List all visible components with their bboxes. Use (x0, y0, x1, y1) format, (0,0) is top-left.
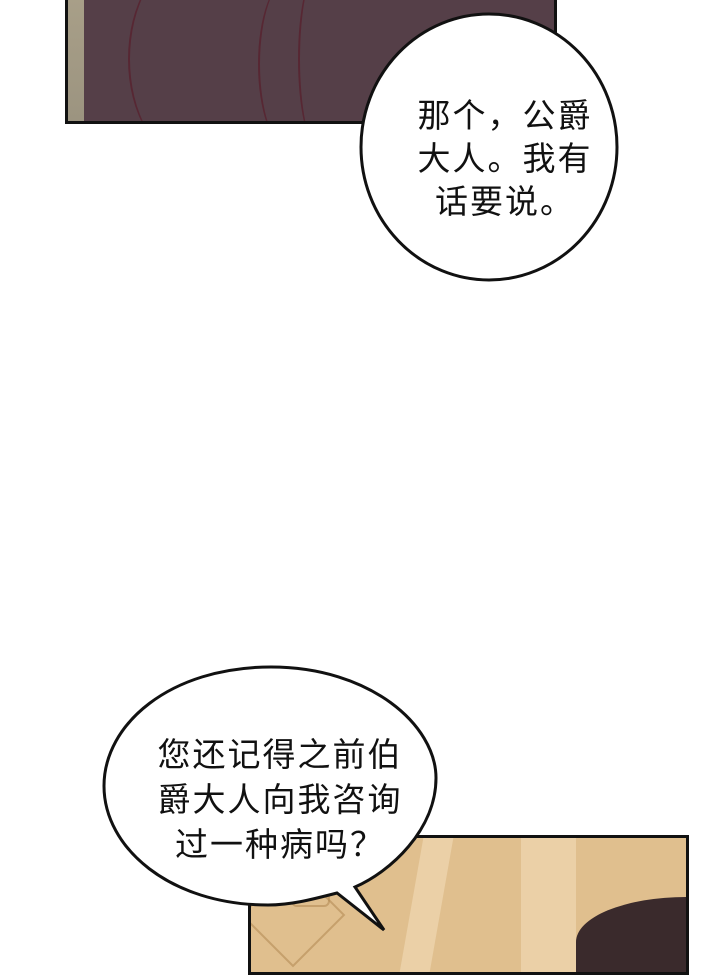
fabric-fold (128, 0, 250, 121)
speech-bubble-2 (102, 665, 438, 932)
fabric-fold (258, 0, 320, 121)
fabric-fold (298, 0, 340, 121)
speech-bubble-1-text: 那个，公爵 大人。我有 话要说。 (417, 96, 593, 221)
armor-highlight (521, 838, 576, 972)
speech-bubble-1 (359, 12, 619, 282)
bottom-panel-armor (248, 835, 689, 975)
speech-bubble-2-text: 您还记得之前伯 爵大人向我咨询 过一种病吗？ (157, 735, 403, 864)
background-wall (68, 0, 84, 121)
